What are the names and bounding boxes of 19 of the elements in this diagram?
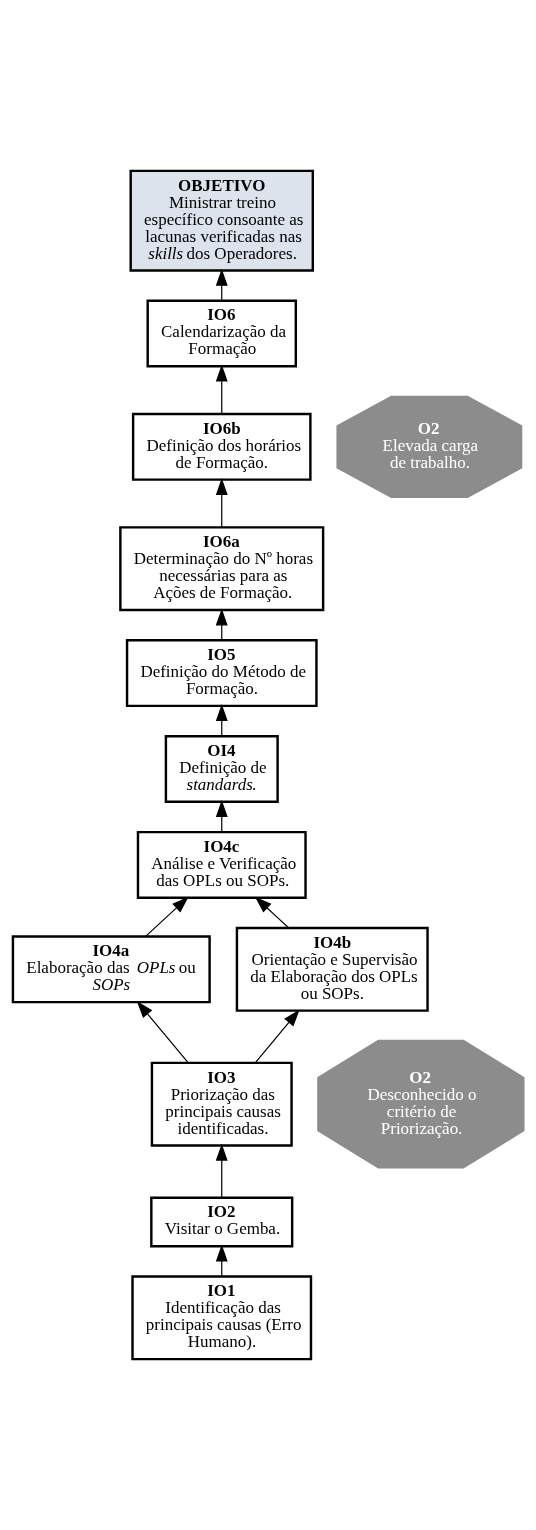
arrow [254, 896, 290, 929]
arrow [215, 1143, 228, 1198]
arrow [254, 1009, 300, 1064]
node-box: IO6a Determinação do Nº horas necessárias para as Ações de Formação. [119, 526, 325, 612]
node-box: IO4c Análise e Verificação das OPLs ou SOPs. [136, 830, 307, 899]
node-box: OBJETIVO Ministrar treino específico consoante as lacunas verificadas nas skills dos Operadores. [129, 169, 315, 272]
node-box: OI4 Definição de standards. [164, 735, 279, 803]
arrow [215, 478, 228, 528]
node-box: IO4a Elaboração das OPLs ou SOPs [11, 935, 211, 1004]
node-box: IO3 Priorização das principais causas identificadas. [150, 1061, 293, 1147]
node-box: IO4b Orientação e Supervisão da Elaboração dos OPLs ou SOPs. [235, 926, 429, 1012]
arrow [145, 896, 189, 937]
arrow [136, 1001, 189, 1064]
node-box: IO6b Definição dos horários de Formação. [131, 412, 312, 481]
node-box: IO5 Definição do Método de Formação. [125, 639, 318, 708]
node-box: IO6 Calendarização da Formação [146, 299, 298, 368]
node-box: IO1 Identificação das principais causas (Erro Humano). [131, 1275, 313, 1361]
node-box: IO2 Visitar o Gemba. [150, 1196, 294, 1248]
arrow [215, 364, 228, 415]
